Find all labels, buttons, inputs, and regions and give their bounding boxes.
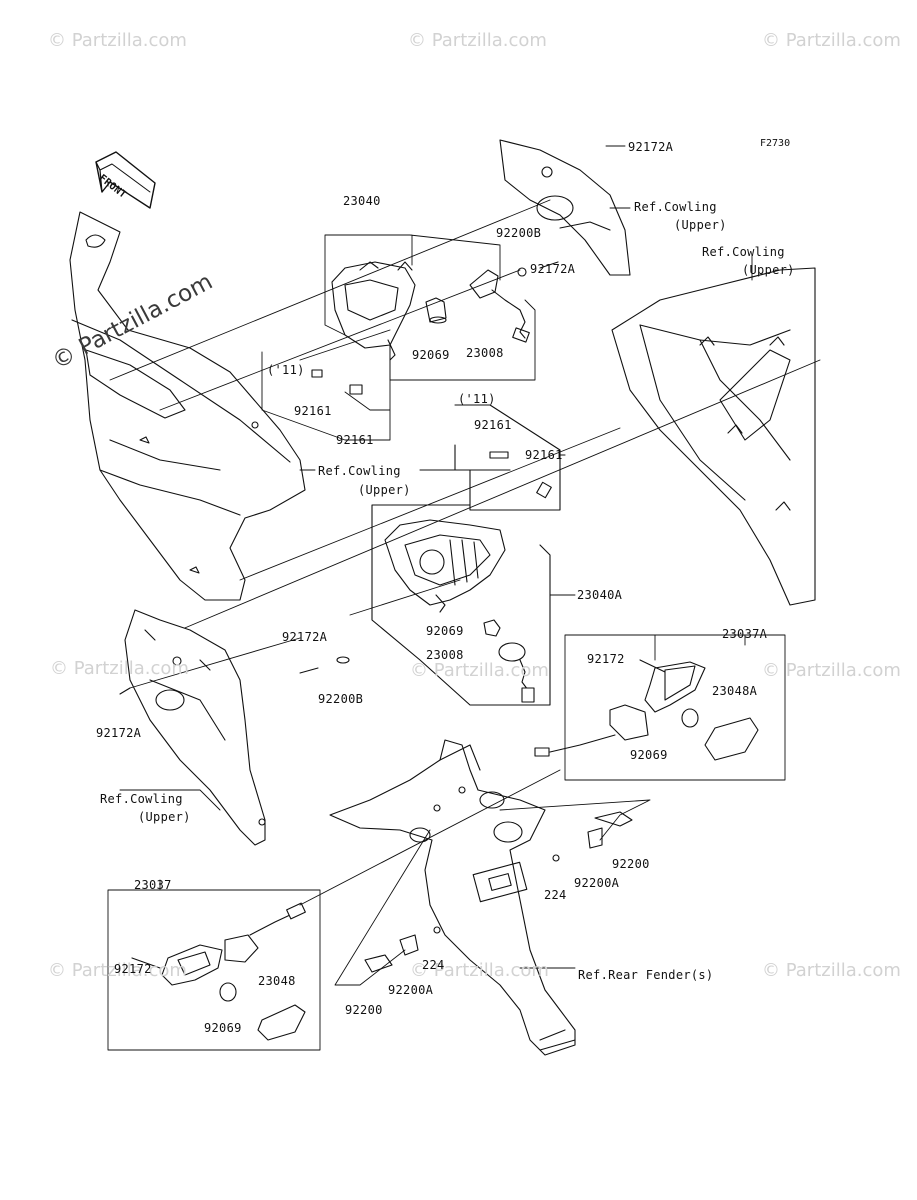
- callout-224-c: 224: [422, 958, 445, 972]
- washer-92200B-top-shape: [517, 267, 527, 277]
- front-arrow-icon: [95, 151, 156, 209]
- watermark: © Partzilla.com: [762, 30, 901, 51]
- callout-92200-c: 92200: [345, 1003, 383, 1017]
- callout-ref-rear-fender: Ref.Rear Fender(s): [578, 968, 714, 982]
- callout-23040A: 23040A: [577, 588, 623, 602]
- screw-92172A-left-shape: [119, 687, 131, 695]
- socket-23008-mid-shape: [498, 642, 535, 703]
- bracket-92200A-r-shape: [587, 827, 603, 849]
- watermark: © Partzilla.com: [408, 30, 547, 51]
- rear-signal-right-shape: [534, 661, 706, 757]
- socket-23008-top-shape: [469, 269, 530, 343]
- bulb-92069-mid-shape: [483, 619, 501, 637]
- rear-signal-left-shape: [161, 902, 306, 986]
- bulb-92069-right-shape: [681, 708, 699, 728]
- lens-23048A-shape: [704, 717, 759, 761]
- callout-92172A-mid: 92172A: [530, 262, 576, 276]
- callout-92200-r: 92200: [612, 857, 650, 871]
- watermark: © Partzilla.com: [410, 960, 549, 981]
- callout-ref-cowling: Ref.Cowling: [318, 464, 401, 478]
- callout-92161-a: 92161: [294, 404, 332, 418]
- lower-left-cowling-shape: [124, 609, 266, 846]
- callout-92172-right: 92172: [587, 652, 625, 666]
- upper-cowling-bracket-shape: [499, 139, 631, 276]
- bulb-92069-top-shape: [425, 297, 447, 324]
- callout-ref-cowling: Ref.Cowling: [100, 792, 183, 806]
- callout-92161-d: 92161: [525, 448, 563, 462]
- callout-year-11: ('11): [458, 392, 496, 406]
- cushion-92161-c-shape: [489, 451, 509, 459]
- screw-92172A-low-shape: [299, 667, 319, 674]
- screw-92172-left-shape: [131, 957, 161, 969]
- callout-224-r: 224: [544, 888, 567, 902]
- bulb-92069-left-shape: [219, 982, 237, 1002]
- watermark: © Partzilla.com: [762, 660, 901, 681]
- nut-224-r-shape: [552, 854, 560, 862]
- washer-92200B-low-shape: [336, 656, 350, 664]
- lens-23048-shape: [257, 1004, 306, 1041]
- callout-92069-top: 92069: [412, 348, 450, 362]
- plate-92200-r-shape: [594, 811, 633, 827]
- callout-23040: 23040: [343, 194, 381, 208]
- callout-23048: 23048: [258, 974, 296, 988]
- callout-ref-cowling-sub: (Upper): [674, 218, 727, 232]
- front-signal-right-shape: [384, 519, 506, 613]
- callout-23037: 23037: [134, 878, 172, 892]
- callout-92200A-r: 92200A: [574, 876, 620, 890]
- callout-92172-left: 92172: [114, 962, 152, 976]
- right-upper-cowling-shape: [611, 267, 816, 606]
- callout-year-11: ('11): [267, 363, 305, 377]
- callout-ref-cowling-sub: (Upper): [138, 810, 191, 824]
- callout-23008-mid: 23008: [426, 648, 464, 662]
- callout-23008-top: 23008: [466, 346, 504, 360]
- callout-23037A: 23037A: [722, 627, 768, 641]
- callout-92200B-low: 92200B: [318, 692, 364, 706]
- screw-92172A-mid-shape: [539, 261, 559, 269]
- rear-fender-shape: [329, 739, 576, 1056]
- callout-92172A-low: 92172A: [96, 726, 142, 740]
- callout-ref-cowling: Ref.Cowling: [702, 245, 785, 259]
- figure-code: F2730: [760, 138, 791, 149]
- cushion-92161-a-shape: [311, 369, 323, 378]
- plate-92200-c-shape: [364, 954, 393, 973]
- callout-92161-b: 92161: [336, 433, 374, 447]
- nut-224-c-shape: [433, 926, 441, 934]
- callout-92200B-top: 92200B: [496, 226, 542, 240]
- watermark: © Partzilla.com: [762, 960, 901, 981]
- callout-ref-cowling: Ref.Cowling: [634, 200, 717, 214]
- callout-92172A-top: 92172A: [628, 140, 674, 154]
- watermark: © Partzilla.com: [48, 960, 187, 981]
- callout-92161-c: 92161: [474, 418, 512, 432]
- callout-92069-right: 92069: [630, 748, 668, 762]
- screw-92172-right-shape: [639, 659, 666, 673]
- watermark: © Partzilla.com: [50, 658, 189, 679]
- callout-ref-cowling-sub: (Upper): [742, 263, 795, 277]
- cushion-92161-d-shape: [536, 481, 552, 499]
- callout-ref-cowling-sub: (Upper): [358, 483, 411, 497]
- callout-92069-mid: 92069: [426, 624, 464, 638]
- upper-left-cowling-shape: [69, 211, 306, 601]
- watermark: © Partzilla.com: [48, 30, 187, 51]
- callout-92200A-c: 92200A: [388, 983, 434, 997]
- callout-92172A-left: 92172A: [282, 630, 328, 644]
- callout-92069-left: 92069: [204, 1021, 242, 1035]
- callout-23048A: 23048A: [712, 684, 758, 698]
- watermark: © Partzilla.com: [410, 660, 549, 681]
- cushion-92161-b-shape: [349, 384, 363, 395]
